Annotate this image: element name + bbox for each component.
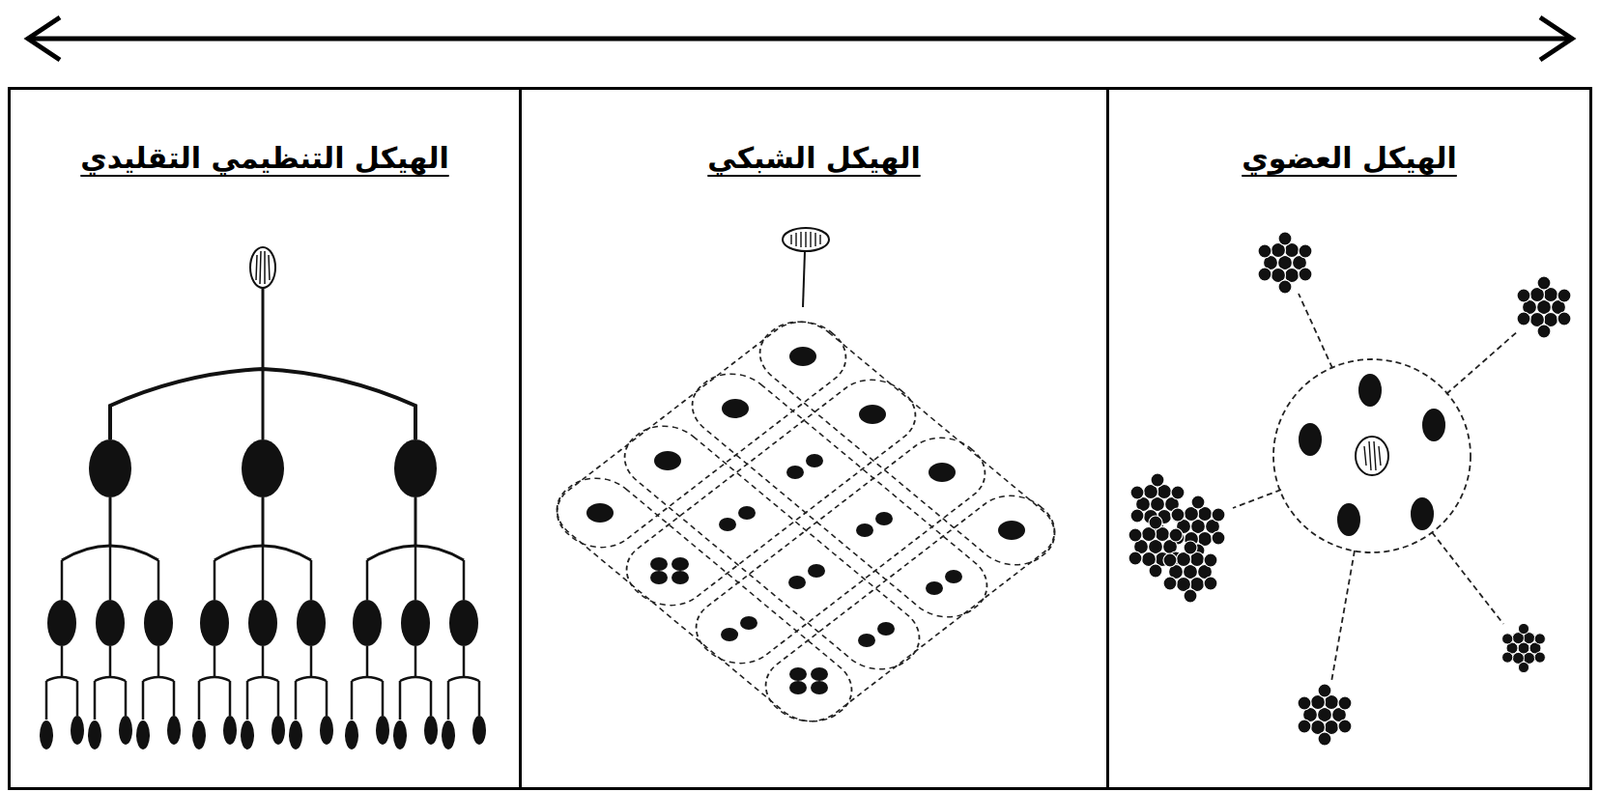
panel-heading: الهيكل العضوي (1118, 140, 1580, 177)
member-cluster (1502, 623, 1546, 673)
hierarchy-tree (39, 247, 486, 750)
structure-panel: الهيكل العضوي (1106, 86, 1593, 791)
branch (192, 439, 334, 750)
panel-heading: الهيكل التنظيمي التقليدي (20, 140, 510, 177)
dashed-ties (1232, 293, 1519, 683)
core-members (1298, 373, 1446, 537)
panel-heading: الهيكل الشبكي (531, 140, 1097, 177)
branch (39, 439, 181, 750)
member-cluster (1163, 541, 1218, 603)
organic-cluster (1128, 231, 1572, 746)
leader-icon (782, 228, 829, 252)
member-cluster (1297, 684, 1352, 746)
core-boundary (1273, 359, 1471, 553)
leader-icon (1355, 436, 1389, 476)
network-grid (540, 228, 1073, 736)
network-members (586, 346, 1026, 695)
leader-icon (250, 247, 276, 288)
member-cluster (1171, 495, 1226, 558)
branch (344, 439, 486, 750)
member-cluster (1516, 276, 1572, 339)
structure-panel: الهيكل الشبكي (518, 86, 1110, 791)
structure-panel: الهيكل التنظيمي التقليدي (7, 86, 522, 791)
continuum-arrow (28, 17, 1572, 60)
member-cluster (1257, 231, 1313, 294)
